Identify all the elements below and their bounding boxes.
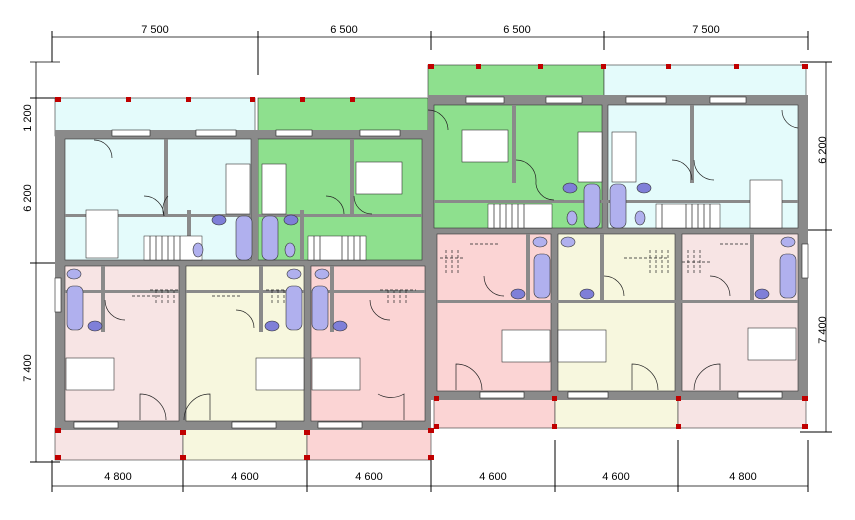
bathtub-icon	[583, 183, 601, 229]
terrace-unit-1	[54, 97, 256, 137]
sink-icon	[754, 288, 770, 300]
unit-9-lower	[557, 233, 676, 392]
left-dim-2: 6 200	[22, 184, 34, 212]
bottom-dim-4: 4 600	[479, 471, 507, 483]
wardrobe-icon	[261, 163, 287, 215]
sink-icon	[283, 214, 299, 226]
bathtub-icon	[285, 285, 303, 331]
terrace-unit-5	[54, 427, 184, 461]
sink-icon	[562, 182, 578, 194]
sink-icon	[211, 214, 227, 226]
bed-icon	[749, 179, 783, 229]
toilet-icon	[780, 236, 796, 248]
toilet-icon	[566, 210, 578, 226]
top-dim-3: 6 500	[503, 24, 531, 36]
bathtub-icon	[779, 253, 797, 299]
toilet-icon	[532, 236, 548, 248]
terrace-unit-4	[603, 64, 807, 98]
left-dim-1: 1 200	[22, 104, 34, 132]
toilet-icon	[560, 236, 576, 248]
right-dim-1: 6 200	[817, 136, 829, 164]
stair-unit-7	[380, 289, 416, 304]
unit-7-lower	[310, 265, 426, 422]
bed-icon	[557, 329, 607, 363]
unit-8-lower	[436, 233, 552, 392]
right-dim-2: 7 400	[817, 316, 829, 344]
terrace-unit-6	[182, 427, 308, 461]
bathroom-fixtures	[66, 182, 797, 332]
sink-icon	[510, 288, 526, 300]
stair-unit-2	[307, 235, 367, 261]
terrace-unit-10	[677, 397, 807, 429]
bathtub-icon	[261, 215, 279, 261]
top-dim-1: 7 500	[141, 24, 169, 36]
stair-unit-4	[655, 203, 721, 229]
sink-icon	[87, 320, 103, 332]
wardrobe-icon	[611, 131, 637, 183]
bottom-dim-1: 4 800	[104, 471, 132, 483]
stair-unit-10	[682, 243, 748, 274]
toilet-icon	[634, 210, 646, 226]
terrace-unit-9	[554, 397, 679, 429]
staircases	[132, 203, 748, 304]
bathtub-icon	[533, 253, 551, 299]
bed-icon	[461, 129, 509, 163]
bed-icon	[255, 357, 305, 391]
terrace-unit-8	[433, 397, 556, 429]
top-dimension-chain: 7 500 6 500 6 500 7 500	[30, 24, 809, 75]
wardrobe-icon	[225, 163, 251, 215]
left-dimension-chain: 1 200 6 200 7 400	[22, 62, 60, 463]
toilet-icon	[284, 242, 296, 258]
bottom-dimension-chain: 4 800 4 600 4 600 4 600 4 600 4 800	[51, 440, 809, 492]
stair-unit-9	[624, 250, 669, 274]
bed-icon	[501, 329, 551, 363]
bottom-dim-6: 4 800	[729, 471, 757, 483]
terrace-unit-7	[306, 427, 432, 461]
bottom-dim-3: 4 600	[355, 471, 383, 483]
toilet-icon	[66, 268, 82, 280]
sink-icon	[579, 288, 595, 300]
sink-icon	[264, 320, 280, 332]
bed-icon	[355, 161, 403, 195]
stair-unit-8	[440, 243, 498, 274]
stair-unit-5	[132, 289, 180, 304]
terrace-unit-2	[257, 97, 429, 137]
bathtub-icon	[311, 285, 329, 331]
bathtub-icon	[235, 215, 253, 261]
bathtub-icon	[609, 183, 627, 229]
toilet-icon	[314, 268, 330, 280]
doors	[93, 109, 799, 421]
bottom-dim-5: 4 600	[602, 471, 630, 483]
windows	[54, 96, 809, 429]
terrace-unit-3	[427, 64, 605, 98]
furniture	[65, 129, 797, 391]
bed-icon	[747, 327, 797, 361]
stair-unit-3	[487, 203, 553, 229]
bathtub-icon	[66, 285, 84, 331]
toilet-icon	[286, 268, 302, 280]
toilet-icon	[192, 242, 204, 258]
wardrobe-icon	[577, 131, 603, 183]
bottom-dim-2: 4 600	[231, 471, 259, 483]
terraces	[54, 64, 807, 461]
bed-icon	[311, 357, 361, 391]
bed-icon	[85, 209, 119, 259]
left-dim-3: 7 400	[22, 354, 34, 382]
bed-icon	[65, 357, 115, 391]
sink-icon	[636, 182, 652, 194]
unit-10-lower	[681, 233, 799, 392]
unit-6-lower	[185, 265, 305, 422]
sink-icon	[332, 320, 348, 332]
stair-unit-6	[212, 289, 294, 304]
balcony-posts	[55, 64, 808, 460]
top-dim-2: 6 500	[330, 24, 358, 36]
top-dim-4: 7 500	[692, 24, 720, 36]
